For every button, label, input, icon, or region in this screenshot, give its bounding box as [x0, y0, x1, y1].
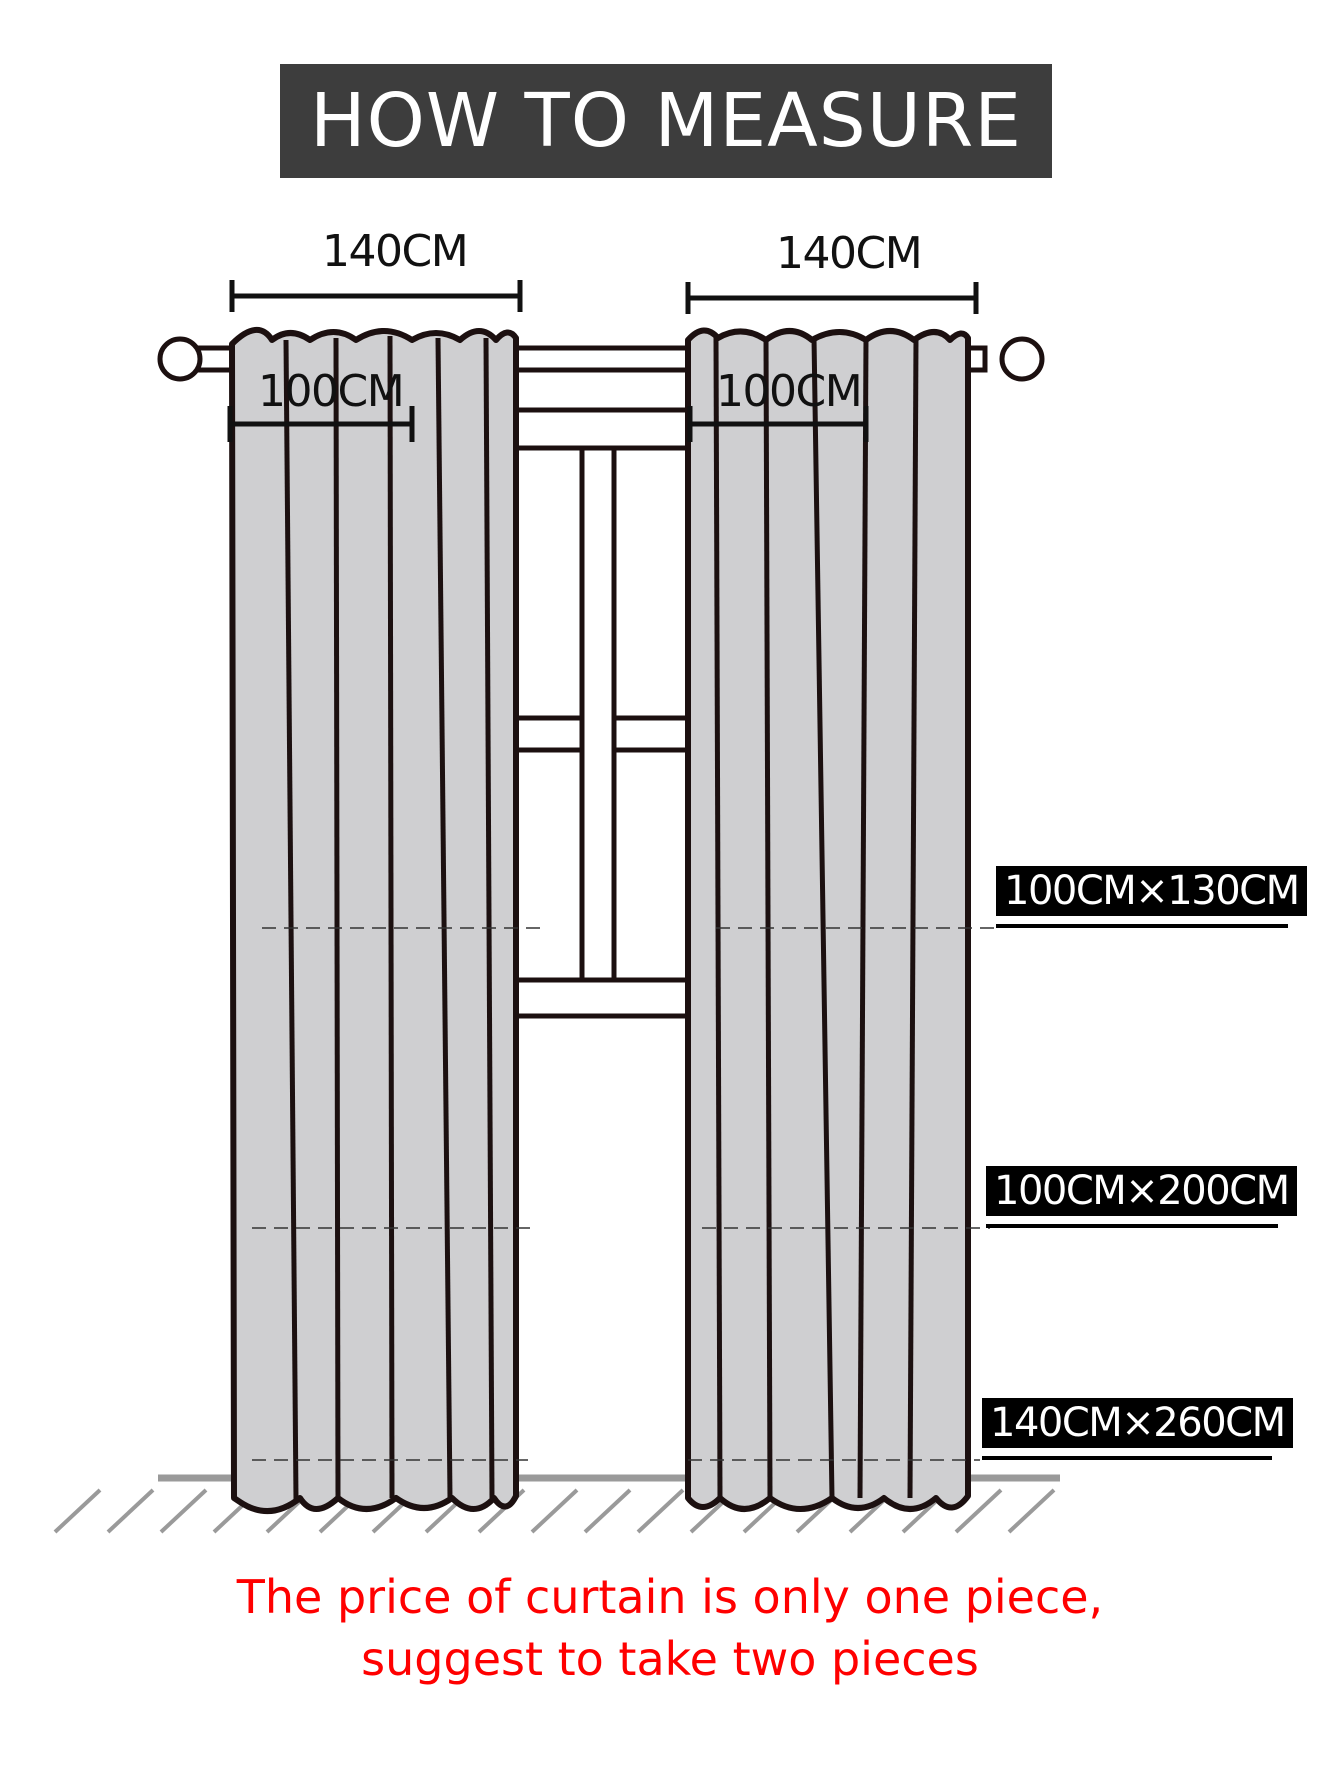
- left-panel-width-label: 140CM: [322, 226, 469, 277]
- size-underlines: [982, 924, 1288, 1460]
- right-flat-width-label: 100CM: [716, 366, 863, 417]
- left-flat-width-label: 100CM: [258, 366, 405, 417]
- width-dimension-lines: [227, 280, 979, 442]
- title-banner: HOW TO MEASURE: [280, 64, 1052, 178]
- size-tag-130: 100CM×130CM: [996, 866, 1307, 916]
- length-marker-lines: [252, 927, 1000, 1461]
- size-tag-200: 100CM×200CM: [986, 1166, 1297, 1216]
- right-panel-width-label: 140CM: [776, 228, 923, 279]
- window-frame: [513, 407, 691, 1019]
- left-curtain: [229, 327, 519, 1515]
- right-curtain: [685, 327, 971, 1512]
- price-note-line-2: suggest to take two pieces: [361, 1632, 979, 1686]
- size-tag-260: 140CM×260CM: [982, 1398, 1293, 1448]
- price-note-line-1: The price of curtain is only one piece,: [236, 1570, 1104, 1624]
- page-title: HOW TO MEASURE: [309, 78, 1023, 164]
